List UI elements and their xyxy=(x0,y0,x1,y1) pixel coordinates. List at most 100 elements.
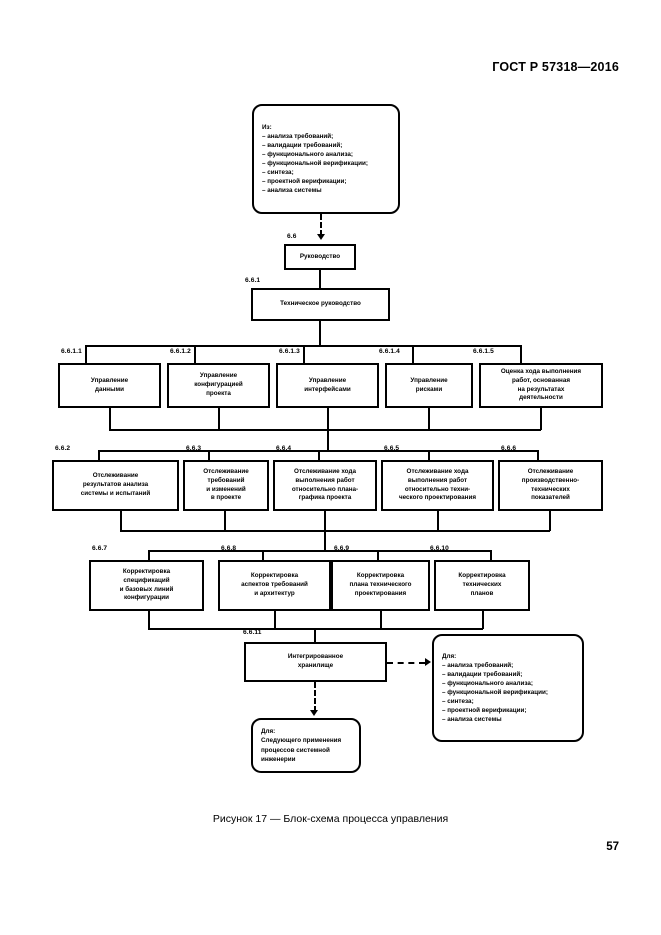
tag-6-6-1-2: 6.6.1.2 xyxy=(170,348,191,355)
tag-technical-management: 6.6.1 xyxy=(245,277,261,284)
arrow-repository-to-next-use xyxy=(310,710,318,716)
node-management: Руководство xyxy=(284,244,356,270)
inputs-box-title: Из: xyxy=(262,123,272,131)
connector-management-to-technical xyxy=(319,270,321,288)
tag-management: 6.6 xyxy=(287,233,297,240)
connector-repository-to-next-use xyxy=(314,682,316,712)
row3-drop-4 xyxy=(490,550,492,565)
inputs-box: Из: – анализа требований; – валидации тр… xyxy=(252,104,400,214)
row1-out-5 xyxy=(540,408,542,430)
inputs-box-item-0: – анализа требований; xyxy=(262,132,334,140)
next-use-box-item-2: инженерии xyxy=(261,755,296,763)
row2-out-bus xyxy=(120,530,550,532)
tag-6-6-7: 6.6.7 xyxy=(92,545,108,552)
next-use-box-item-0: Следующего применения xyxy=(261,737,342,745)
outputs-box-item-0: – анализа требований; xyxy=(442,661,514,669)
tag-6-6-2: 6.6.2 xyxy=(55,445,71,452)
row2-out-1 xyxy=(120,511,122,531)
connector-technical-to-row1-bus xyxy=(319,321,321,346)
tag-6-6-10: 6.6.10 xyxy=(430,545,449,552)
page-number: 57 xyxy=(606,841,619,853)
node-technical-management: Техническое руководство xyxy=(251,288,390,321)
row2-out-4 xyxy=(437,511,439,531)
tag-6-6-8: 6.6.8 xyxy=(221,545,237,552)
tag-6-6-5: 6.6.5 xyxy=(384,445,400,452)
row1-out-bus xyxy=(109,429,541,431)
row2-out-5 xyxy=(549,511,551,531)
node-technical-management-label: Техническое руководство xyxy=(280,300,361,308)
row1-out-3 xyxy=(327,408,329,430)
next-use-box-title: Для: xyxy=(261,728,276,736)
row2-out-3 xyxy=(324,511,326,531)
row3-drop-1 xyxy=(148,550,150,565)
tag-6-6-6: 6.6.6 xyxy=(501,445,517,452)
row1-out-1 xyxy=(109,408,111,430)
outputs-box-item-1: – валидации требований; xyxy=(442,670,523,678)
figure-caption: Рисунок 17 — Блок-схема процесса управле… xyxy=(212,813,449,825)
row1-drop-4 xyxy=(412,345,414,363)
row1-drop-5 xyxy=(520,345,522,363)
outputs-box: Для: – анализа требований; – валидации т… xyxy=(432,634,584,742)
tag-6-6-1-5: 6.6.1.5 xyxy=(473,348,494,355)
connector-row1-to-row2 xyxy=(327,429,329,451)
row3-bus xyxy=(148,550,491,552)
tag-6-6-3: 6.6.3 xyxy=(186,445,202,452)
row1-drop-3 xyxy=(303,345,305,363)
tag-6-6-1-4: 6.6.1.4 xyxy=(379,348,400,355)
row2-out-2 xyxy=(224,511,226,531)
row3-drop-2 xyxy=(262,550,264,565)
outputs-box-title: Для: xyxy=(442,652,457,660)
row2-drop-5 xyxy=(537,450,539,466)
inputs-box-item-6: – анализа системы xyxy=(262,187,322,195)
tag-6-6-1-3: 6.6.1.3 xyxy=(279,348,300,355)
arrow-inputs-to-management xyxy=(317,234,325,240)
inputs-box-item-2: – функционального анализа; xyxy=(262,150,354,158)
row2-drop-2 xyxy=(208,450,210,466)
row2-drop-3 xyxy=(318,450,320,466)
row3-out-3 xyxy=(380,611,382,629)
arrow-repository-to-outputs xyxy=(425,658,431,666)
row1-drop-1 xyxy=(85,345,87,363)
outputs-box-item-6: – анализа системы xyxy=(442,716,502,724)
outputs-box-item-3: – функциональной верификации; xyxy=(442,689,548,696)
connector-inputs-to-management xyxy=(320,214,322,236)
tag-6-6-4: 6.6.4 xyxy=(276,445,292,452)
row2-drop-1 xyxy=(98,450,100,466)
row3-out-1 xyxy=(148,611,150,629)
tag-6-6-1-1: 6.6.1.1 xyxy=(61,348,82,355)
outputs-box-item-4: – синтеза; xyxy=(442,698,474,706)
node-management-label: Руководство xyxy=(299,252,341,260)
next-use-box-item-1: процессов системной xyxy=(261,746,330,754)
connector-row2-to-row3 xyxy=(324,530,326,551)
row1-out-4 xyxy=(428,408,430,430)
